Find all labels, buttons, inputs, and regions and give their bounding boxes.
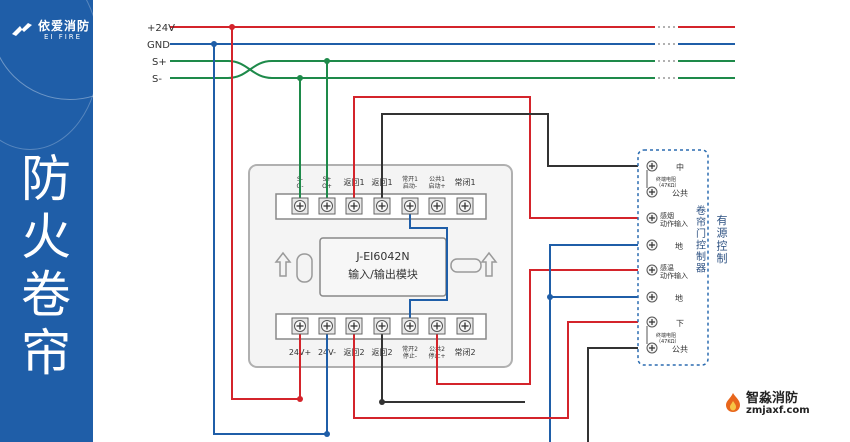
controller-terminal-label: 地 — [675, 241, 683, 251]
screw-terminal-icon — [401, 197, 419, 215]
brand-logo-icon — [12, 23, 32, 36]
resistor-note: 终端电阻（47KΩ） — [656, 176, 679, 189]
page-title: 防火卷帘 — [21, 150, 71, 382]
controller-labels: 中 终端电阻（47KΩ） 公共 感烟动作输入 地 感温动作输入 地 下 终端电阻… — [656, 162, 688, 354]
module-label-panel — [319, 237, 447, 297]
terminal-label: 常闭2 — [454, 348, 475, 357]
screw-terminal-icon — [646, 239, 658, 251]
screw-terminal-icon — [318, 197, 336, 215]
screw-terminal-icon — [646, 186, 658, 198]
junction-dots — [211, 24, 330, 81]
up-arrow-icon — [274, 251, 292, 277]
brand-name: 依爱消防 — [38, 19, 91, 33]
screw-terminal-icon — [646, 160, 658, 172]
wire-junction-dots — [297, 294, 553, 437]
watermark-url: zmjaxf.com — [746, 405, 810, 416]
bus-label-gnd: GND — [147, 40, 170, 51]
screw-terminal-icon — [456, 317, 474, 335]
controller-title: 卷帘门控制器 — [696, 204, 706, 275]
oval-slot-icon — [450, 258, 482, 273]
controller-subtitle: 有源控制 — [717, 213, 728, 265]
screw-terminal-icon — [428, 197, 446, 215]
screw-terminal-icon — [456, 197, 474, 215]
sidebar: 依爱消防 EI FIRE 防火卷帘 — [0, 0, 93, 442]
flame-logo-icon — [726, 393, 740, 412]
screw-terminal-icon — [373, 197, 391, 215]
controller-terminal-label: 公共 — [672, 345, 688, 354]
screw-terminal-icon — [373, 317, 391, 335]
bottom-screw-terminals — [291, 317, 474, 335]
bus-label-24v: +24V — [147, 23, 175, 34]
screw-terminal-icon — [345, 317, 363, 335]
controller-box — [637, 149, 709, 366]
screw-terminal-icon — [291, 317, 309, 335]
screw-terminal-icon — [646, 291, 658, 303]
screw-terminal-icon — [646, 212, 658, 224]
screw-terminal-icon — [345, 197, 363, 215]
controller-terminal-label: 地 — [675, 293, 683, 303]
screw-terminal-icon — [318, 317, 336, 335]
up-arrow-icon — [480, 251, 498, 277]
controller-terminal-label: 下 — [676, 319, 684, 328]
screw-terminal-icon — [646, 342, 658, 354]
bus-label-s-minus: S- — [152, 74, 162, 85]
module-wires — [213, 27, 652, 442]
controller-terminal-label: 中 — [676, 162, 684, 172]
brand-name-en: EI FIRE — [44, 33, 83, 41]
controller-terminal-label: 感温动作输入 — [660, 263, 688, 280]
terminal-label: 常闭1 — [454, 178, 475, 187]
screw-terminal-icon — [428, 317, 446, 335]
power-bus — [170, 26, 735, 79]
watermark: 智淼消防 zmjaxf.com — [722, 385, 842, 425]
controller-terminal-label: 公共 — [672, 189, 688, 198]
screw-terminal-icon — [646, 264, 658, 276]
oval-slot-icon — [296, 253, 313, 283]
module-name: 输入/输出模块 — [348, 267, 418, 281]
resistor-note: 终端电阻（47KΩ） — [656, 332, 679, 345]
bus-label-s-plus: S+ — [152, 57, 167, 68]
module-model: J-EI6042N — [355, 250, 409, 263]
screw-terminal-icon — [401, 317, 419, 335]
screw-terminal-icon — [646, 316, 658, 328]
top-screw-terminals — [291, 197, 474, 215]
controller-terminal-label: 感烟动作输入 — [660, 211, 688, 228]
screw-terminal-icon — [291, 197, 309, 215]
watermark-name: 智淼消防 — [746, 391, 799, 406]
controller-terminals — [646, 160, 658, 354]
